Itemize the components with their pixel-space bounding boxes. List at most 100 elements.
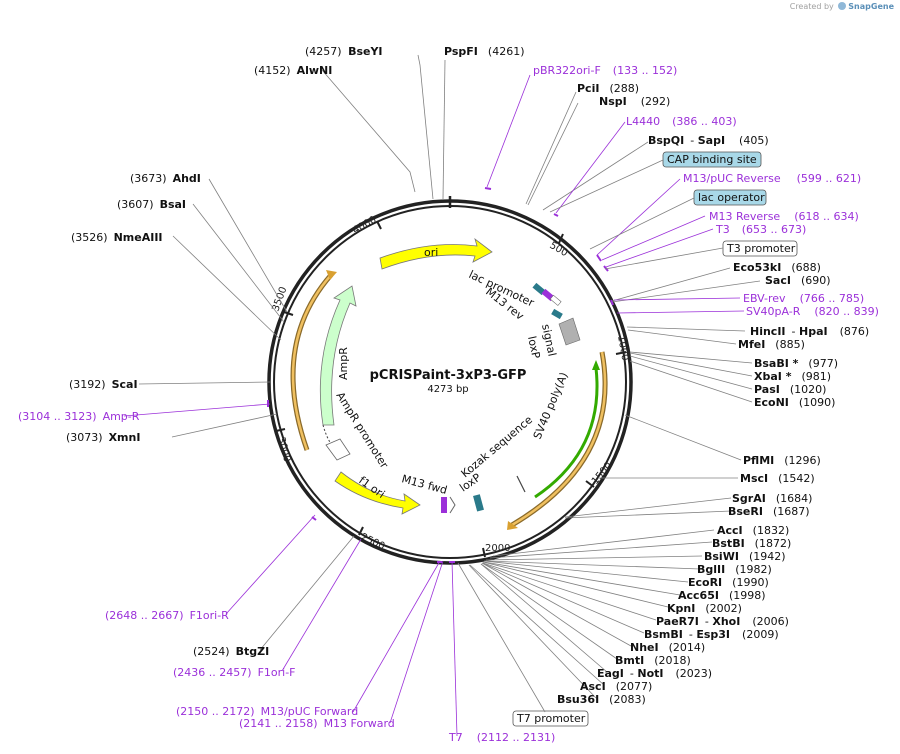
site-bseyi[interactable]: (4257) BseYI xyxy=(305,45,383,58)
ampr-promoter-label: AmpR promoter xyxy=(333,390,391,471)
ampr-promoter-arrow[interactable] xyxy=(325,438,351,461)
cap-binding-box[interactable]: CAP binding site xyxy=(662,151,762,168)
tick-label-4000: 4000 xyxy=(351,214,379,236)
signal-box[interactable] xyxy=(558,317,581,346)
primer-sv40pa-r[interactable]: SV40pA-R(820 .. 839) xyxy=(746,305,879,318)
site-pcii[interactable]: PciI(288) xyxy=(577,82,639,95)
tick-label-3000: 3000 xyxy=(275,436,292,463)
tick-label-2500: 2500 xyxy=(359,532,387,553)
kozak-label: Kozak sequence xyxy=(459,413,536,480)
primer-leader-lines xyxy=(123,74,745,737)
site-eco53ki[interactable]: Eco53kI(688) xyxy=(733,261,821,274)
tick-500 xyxy=(558,233,564,244)
primer-f1ori-r[interactable]: (2648 .. 2667)F1ori-R xyxy=(105,609,229,622)
green-arc-head xyxy=(592,360,600,370)
tick-label-2000: 2000 xyxy=(485,543,510,554)
orange-arc-left-head xyxy=(326,270,337,280)
lac-promoter-box[interactable] xyxy=(532,282,546,296)
site-asci[interactable]: AscI(2077) xyxy=(580,680,652,693)
primer-l4440[interactable]: L4440(386 .. 403) xyxy=(626,115,737,128)
primer-ebv-rev[interactable]: EBV-rev(766 .. 785) xyxy=(743,292,864,305)
t3-promoter-label: T3 promoter xyxy=(726,242,796,255)
loxp-top-box[interactable] xyxy=(551,308,563,320)
site-ahdi[interactable]: (3673)AhdI xyxy=(130,172,201,185)
green-arc[interactable] xyxy=(534,367,599,499)
m13-fwd-tail xyxy=(449,496,456,514)
primer-f1ori-f[interactable]: (2436 .. 2457)F1ori-F xyxy=(173,666,296,679)
site-bseri[interactable]: BseRI(1687) xyxy=(728,505,810,518)
site-nmeaiii[interactable]: (3526)NmeAIII xyxy=(71,231,163,244)
sv40-polya-label: SV40 poly(A) xyxy=(531,370,571,441)
primer-amp-r[interactable]: (3104 .. 3123)Amp-R xyxy=(18,410,140,423)
site-bstbi[interactable]: BstBI(1872) xyxy=(712,537,791,550)
t7-promoter-box[interactable]: T7 promoter xyxy=(512,710,589,727)
site-bsiwi[interactable]: BsiWI(1942) xyxy=(704,550,786,563)
m13-fwd-label: M13 fwd xyxy=(400,472,448,497)
site-sgrai[interactable]: SgrAI(1684) xyxy=(732,492,812,505)
site-xmni[interactable]: (3073)XmnI xyxy=(66,431,140,444)
site-pspfi[interactable]: PspFI(4261) xyxy=(444,45,524,58)
m13-fwd-box[interactable] xyxy=(441,497,447,513)
primer-m13-reverse[interactable]: M13 Reverse(618 .. 634) xyxy=(709,210,859,223)
site-econi[interactable]: EcoNI(1090) xyxy=(754,396,835,409)
site-pflmi[interactable]: PflMI(1296) xyxy=(743,454,821,467)
primer-m13-forward[interactable]: (2141 .. 2158)M13 Forward xyxy=(239,717,395,730)
site-bsu36i[interactable]: Bsu36I(2083) xyxy=(557,693,646,706)
orange-arc-right-head xyxy=(507,521,518,530)
snapgene-icon xyxy=(838,2,847,10)
tick-1500 xyxy=(585,480,595,488)
site-paer7i-xhoi[interactable]: PaeR7I- XhoI(2006) xyxy=(656,615,789,628)
site-xbai[interactable]: XbaI *(981) xyxy=(754,370,831,383)
site-saci[interactable]: SacI(690) xyxy=(765,274,831,287)
site-scai[interactable]: (3192)ScaI xyxy=(69,378,138,391)
site-alwni[interactable]: (4152)AlwNI xyxy=(254,64,332,77)
f1-ori-arrow[interactable] xyxy=(334,471,421,515)
site-labels: (4257) BseYI PspFI(4261) (4152)AlwNI Pci… xyxy=(66,45,869,706)
lac-operator-label-box[interactable]: lac operator xyxy=(693,189,767,206)
lac-operator-box[interactable] xyxy=(549,294,562,306)
site-bmti[interactable]: BmtI(2018) xyxy=(615,654,691,667)
site-nhei[interactable]: NheI(2014) xyxy=(630,641,705,654)
loxp-bottom-box[interactable] xyxy=(473,494,484,512)
site-acc65i[interactable]: Acc65I(1998) xyxy=(678,589,766,602)
tick-3000 xyxy=(275,428,286,432)
site-eagi-noti[interactable]: EagI- NotI(2023) xyxy=(597,667,712,680)
site-nspi[interactable]: NspI(292) xyxy=(599,95,670,108)
site-pasi[interactable]: PasI(1020) xyxy=(754,383,826,396)
cap-binding-label: CAP binding site xyxy=(667,153,757,166)
credit: Created by SnapGene xyxy=(790,2,894,11)
site-ecori[interactable]: EcoRI(1990) xyxy=(688,576,769,589)
ampr-arrow[interactable] xyxy=(319,285,357,426)
orange-arc-right[interactable] xyxy=(511,351,607,527)
site-bspqi-sapi[interactable]: BspQI- SapI(405) xyxy=(648,134,769,147)
plasmid-name: pCRISPaint-3xP3-GFP xyxy=(370,368,527,383)
t3-promoter-box[interactable]: T3 promoter xyxy=(722,240,798,257)
lac-operator-label: lac operator xyxy=(698,191,765,204)
ampr-promoter-line xyxy=(322,424,332,445)
primer-m13-puc-forward[interactable]: (2150 .. 2172)M13/pUC Forward xyxy=(176,705,358,718)
site-leader-lines xyxy=(138,54,761,699)
plasmid-size: 4273 bp xyxy=(427,384,468,395)
site-mfei[interactable]: MfeI(885) xyxy=(738,338,805,351)
site-btgzi[interactable]: (2524)BtgZI xyxy=(193,645,269,658)
tick-2500 xyxy=(358,526,364,536)
site-kpni[interactable]: KpnI(2002) xyxy=(667,602,742,615)
credit-text: Created by xyxy=(789,2,834,11)
site-bsabi[interactable]: BsaBI *(977) xyxy=(754,357,838,370)
tick-1000 xyxy=(615,351,627,355)
primer-m13-puc-reverse[interactable]: M13/pUC Reverse(599 .. 621) xyxy=(683,172,861,185)
site-hincii-hpai[interactable]: HincII- HpaI(876) xyxy=(750,325,869,338)
site-bglii[interactable]: BglII(1982) xyxy=(697,563,772,576)
site-bsai[interactable]: (3607)BsaI xyxy=(117,198,186,211)
primer-t7[interactable]: T7(2112 .. 2131) xyxy=(448,731,555,744)
tick-label-1000: 1000 xyxy=(615,335,630,362)
tick-marks xyxy=(275,196,627,558)
ori-arrow[interactable] xyxy=(379,237,493,270)
orange-arc-left[interactable] xyxy=(291,274,332,451)
site-bsmbi-esp3i[interactable]: BsmBI- Esp3I(2009) xyxy=(644,628,779,641)
site-msci[interactable]: MscI(1542) xyxy=(740,472,815,485)
primer-pbr322ori-f[interactable]: pBR322ori-F(133 .. 152) xyxy=(533,64,677,77)
primer-t3[interactable]: T3(653 .. 673) xyxy=(715,223,806,236)
site-acci[interactable]: AccI(1832) xyxy=(717,524,789,537)
